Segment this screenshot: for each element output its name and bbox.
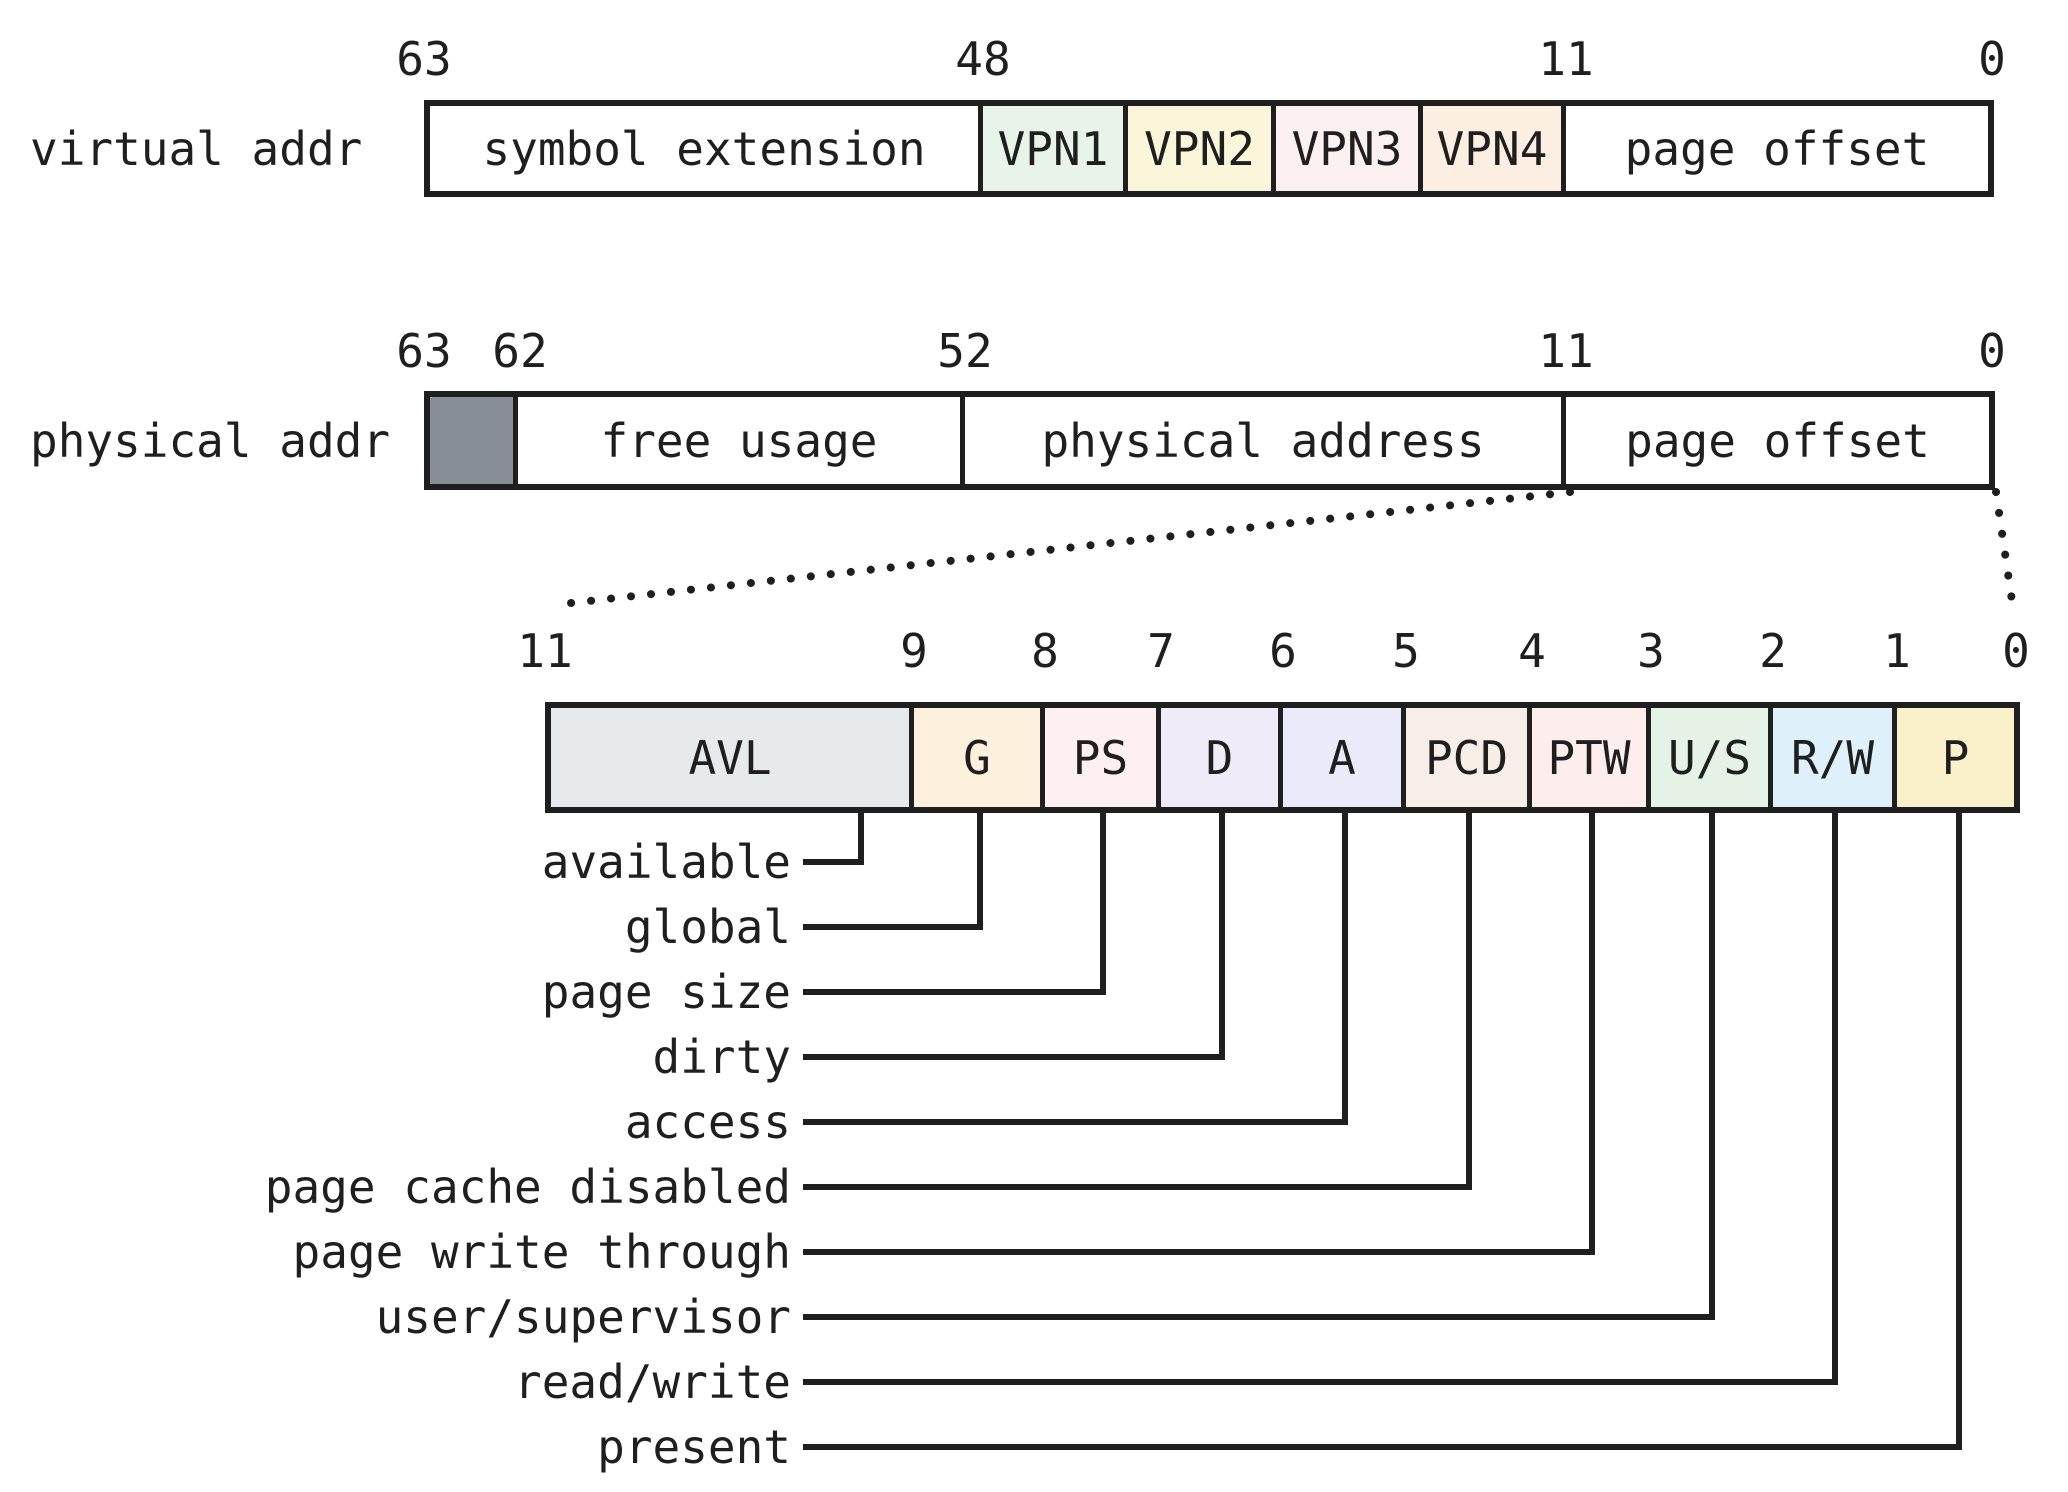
bit-number: 6 <box>1269 624 1297 678</box>
flag-label-global: global <box>624 900 791 954</box>
bit-number: 7 <box>1147 624 1175 678</box>
bit-number: 1 <box>1883 624 1911 678</box>
bit-number: 3 <box>1637 624 1665 678</box>
bit-number: 0 <box>2002 624 2030 678</box>
bit-number: 48 <box>955 32 1011 86</box>
virtual-addr-row-label: virtual addr <box>30 121 363 176</box>
bit-number: 11 <box>517 624 573 678</box>
flag-label-read-write: read/write <box>514 1355 791 1409</box>
flag-label-page-cache-disabled: page cache disabled <box>264 1160 791 1214</box>
flag-label-page-size: page size <box>541 965 791 1019</box>
connector-page-size <box>1100 810 1106 995</box>
bit-number: 11 <box>1538 32 1594 86</box>
connector-read-write <box>1832 810 1838 1385</box>
connector-available <box>803 859 864 865</box>
field-page-offset: page offset <box>1566 106 1988 191</box>
connector-access <box>1342 810 1348 1125</box>
flag-label-present: present <box>597 1420 791 1474</box>
bit-number: 63 <box>396 324 452 378</box>
bit-number: 9 <box>900 624 928 678</box>
field-vpn1: VPN1 <box>983 106 1128 191</box>
field-vpn3: VPN3 <box>1276 106 1423 191</box>
bit-number: 5 <box>1392 624 1420 678</box>
flags-box: AVL G PS D A PCD PTW U/S R/W P <box>545 702 2020 813</box>
field-vpn4: VPN4 <box>1423 106 1566 191</box>
flag-cell-g: G <box>914 708 1045 807</box>
flag-label-dirty: dirty <box>652 1030 791 1084</box>
bit-number: 63 <box>396 32 452 86</box>
flag-cell-a: A <box>1283 708 1406 807</box>
dotted-line-bit0 <box>1992 488 2016 605</box>
connector-dirty <box>803 1054 1225 1060</box>
field-reserved <box>430 397 518 484</box>
bit-number: 62 <box>492 324 548 378</box>
flag-cell-pcd: PCD <box>1406 708 1532 807</box>
flag-cell-us: U/S <box>1651 708 1773 807</box>
bit-number: 11 <box>1538 324 1594 378</box>
connector-present <box>803 1444 1962 1450</box>
field-page-offset: page offset <box>1566 397 1989 484</box>
connector-page-cache-disabled <box>1466 810 1472 1190</box>
flag-label-user-supervisor: user/supervisor <box>375 1290 791 1344</box>
connector-user-supervisor <box>1709 810 1715 1320</box>
flag-cell-ptw: PTW <box>1532 708 1651 807</box>
flag-cell-p: P <box>1897 708 2014 807</box>
field-symbol-extension: symbol extension <box>430 106 983 191</box>
connector-page-size <box>803 989 1106 995</box>
connector-page-write-through <box>1589 810 1595 1255</box>
flag-label-page-write-through: page write through <box>292 1225 792 1279</box>
virtual-addr-box: symbol extension VPN1 VPN2 VPN3 VPN4 pag… <box>424 100 1994 197</box>
flag-cell-ps: PS <box>1045 708 1161 807</box>
flag-label-access: access <box>624 1095 791 1149</box>
connector-page-cache-disabled <box>803 1184 1472 1190</box>
flag-cell-rw: R/W <box>1773 708 1897 807</box>
physical-addr-box: free usage physical address page offset <box>424 391 1995 490</box>
flag-cell-d: D <box>1161 708 1283 807</box>
bit-number: 2 <box>1759 624 1787 678</box>
flag-label-available: available <box>541 835 791 889</box>
connector-dirty <box>1219 810 1225 1060</box>
connector-present <box>1956 810 1962 1450</box>
field-physical-address: physical address <box>965 397 1566 484</box>
physical-addr-row-label: physical addr <box>30 413 391 468</box>
flag-cell-avl: AVL <box>551 708 914 807</box>
connector-global <box>977 810 983 930</box>
connector-page-write-through <box>803 1249 1595 1255</box>
dotted-line-bit11 <box>558 488 1574 608</box>
connector-user-supervisor <box>803 1314 1715 1320</box>
connector-global <box>803 924 983 930</box>
field-free-usage: free usage <box>518 397 965 484</box>
bit-number: 4 <box>1518 624 1546 678</box>
field-vpn2: VPN2 <box>1128 106 1276 191</box>
connector-access <box>803 1119 1348 1125</box>
bit-number: 8 <box>1031 624 1059 678</box>
connector-available <box>858 810 864 865</box>
connector-read-write <box>803 1379 1838 1385</box>
bit-number: 0 <box>1978 32 2006 86</box>
bit-number: 0 <box>1978 324 2006 378</box>
bit-number: 52 <box>937 324 993 378</box>
